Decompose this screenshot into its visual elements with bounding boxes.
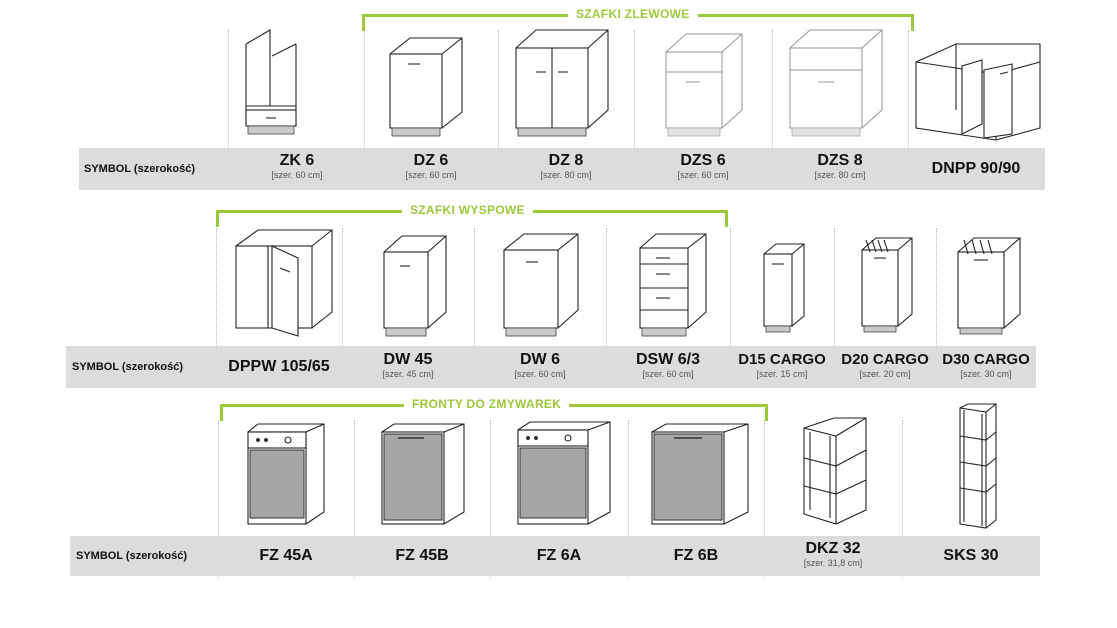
product-symbol: DW 45 — [383, 351, 433, 368]
product-cell: DZS 6 [szer. 60 cm] — [634, 152, 772, 181]
product-symbol: DZ 8 — [548, 152, 584, 169]
product-cell: SKS 30 — [902, 547, 1040, 565]
cabinet-drawing-dzs8 — [789, 29, 883, 137]
symbol-bar — [79, 148, 1045, 190]
open-shelf-drawing-dkz32 — [803, 417, 867, 525]
product-width: [szer. 45 cm] — [382, 369, 434, 379]
column-divider — [218, 420, 219, 578]
column-divider — [354, 420, 355, 578]
product-width: [szer. 60 cm] — [271, 170, 323, 180]
product-width: [szer. 60 cm] — [677, 170, 729, 180]
product-cell: DKZ 32 [szer. 31,8 cm] — [764, 540, 902, 569]
product-symbol: FZ 45B — [395, 547, 449, 564]
product-cell: FZ 45A — [218, 547, 354, 565]
product-symbol: DPPW 105/65 — [228, 358, 330, 375]
column-divider — [764, 420, 765, 578]
product-cell: DNPP 90/90 — [908, 160, 1044, 178]
cabinet-drawing-d15cargo — [763, 243, 805, 333]
section-title: FRONTY DO ZMYWAREK — [404, 397, 570, 411]
column-divider — [490, 420, 491, 578]
product-cell: DSW 6/3 [szer. 60 cm] — [606, 351, 730, 380]
product-width: [szer. 30 cm] — [960, 369, 1012, 379]
product-width: [szer. 60 cm] — [405, 170, 457, 180]
open-shelf-drawing-sks30 — [959, 403, 997, 529]
column-divider — [834, 228, 835, 388]
column-divider — [730, 228, 731, 388]
product-cell: DW 45 [szer. 45 cm] — [342, 351, 474, 380]
column-divider — [772, 30, 773, 190]
section-title: SZAFKI WYSPOWE — [402, 203, 533, 217]
column-divider — [936, 228, 937, 388]
product-cell: DZ 8 [szer. 80 cm] — [498, 152, 634, 181]
cabinet-drawing-d20cargo — [861, 237, 913, 333]
column-divider — [498, 30, 499, 190]
symbol-bar-label: SYMBOL (szerokość) — [76, 550, 188, 562]
product-width: [szer. 60 cm] — [642, 369, 694, 379]
cabinet-drawing-dppw10565 — [235, 229, 333, 337]
product-width: [szer. 60 cm] — [514, 369, 566, 379]
product-cell: D30 CARGO [szer. 30 cm] — [936, 351, 1036, 380]
product-width: [szer. 80 cm] — [814, 170, 866, 180]
product-cell: FZ 45B — [354, 547, 490, 565]
column-divider — [364, 30, 365, 190]
column-divider — [474, 228, 475, 388]
cabinet-drawing-dz8 — [515, 29, 609, 137]
product-cell: D20 CARGO [szer. 20 cm] — [834, 351, 936, 380]
product-symbol: DZS 8 — [817, 152, 863, 169]
section-title: SZAFKI ZLEWOWE — [568, 7, 698, 21]
column-divider — [628, 420, 629, 578]
product-width: [szer. 20 cm] — [859, 369, 911, 379]
product-cell: DPPW 105/65 — [216, 358, 342, 376]
cabinet-drawing-zk6 — [245, 29, 297, 135]
product-symbol: FZ 6A — [536, 547, 582, 564]
cabinet-drawing-dz6 — [389, 37, 463, 137]
column-divider — [606, 228, 607, 388]
cabinet-drawing-dnpp9090 — [915, 43, 1041, 141]
product-symbol: DSW 6/3 — [635, 351, 700, 368]
column-divider — [216, 228, 217, 388]
product-cell: D15 CARGO [szer. 15 cm] — [730, 351, 834, 380]
column-divider — [908, 30, 909, 190]
product-symbol: DKZ 32 — [805, 540, 861, 557]
column-divider — [228, 30, 229, 190]
product-width: [szer. 31,8 cm] — [803, 558, 863, 568]
dishwasher-front-drawing-fz6a — [517, 421, 611, 525]
cabinet-drawing-dw6 — [503, 233, 579, 337]
product-symbol: ZK 6 — [279, 152, 315, 169]
product-symbol: D15 CARGO — [738, 351, 826, 368]
product-width: [szer. 80 cm] — [540, 170, 592, 180]
product-cell: DZ 6 [szer. 60 cm] — [364, 152, 498, 181]
column-divider — [634, 30, 635, 190]
product-symbol: D20 CARGO — [841, 351, 929, 368]
dishwasher-front-drawing-fz6b — [651, 423, 749, 525]
column-divider — [342, 228, 343, 388]
product-cell: DZS 8 [szer. 80 cm] — [772, 152, 908, 181]
product-cell: ZK 6 [szer. 60 cm] — [230, 152, 364, 181]
product-symbol: DW 6 — [520, 351, 560, 368]
cabinet-drawing-dw45 — [383, 235, 447, 337]
symbol-bar-label: SYMBOL (szerokość) — [84, 163, 196, 175]
product-cell: FZ 6A — [490, 547, 628, 565]
symbol-bar-label: SYMBOL (szerokość) — [72, 361, 184, 373]
product-symbol: FZ 6B — [673, 547, 719, 564]
column-divider — [902, 420, 903, 578]
cabinet-drawing-dsw63 — [639, 233, 707, 337]
product-symbol: FZ 45A — [259, 547, 313, 564]
product-symbol: DZS 6 — [680, 152, 726, 169]
product-cell: DW 6 [szer. 60 cm] — [474, 351, 606, 380]
product-width: [szer. 15 cm] — [756, 369, 808, 379]
cabinet-drawing-dzs6 — [665, 33, 743, 137]
product-cell: FZ 6B — [628, 547, 764, 565]
dishwasher-front-drawing-fz45b — [381, 423, 465, 525]
symbol-bar — [66, 346, 1036, 388]
symbol-bar — [70, 536, 1040, 576]
product-symbol: D30 CARGO — [942, 351, 1030, 368]
product-symbol: SKS 30 — [943, 547, 999, 564]
dishwasher-front-drawing-fz45a — [247, 423, 325, 525]
cabinet-drawing-d30cargo — [957, 237, 1021, 335]
product-symbol: DNPP 90/90 — [931, 160, 1021, 177]
product-symbol: DZ 6 — [413, 152, 449, 169]
